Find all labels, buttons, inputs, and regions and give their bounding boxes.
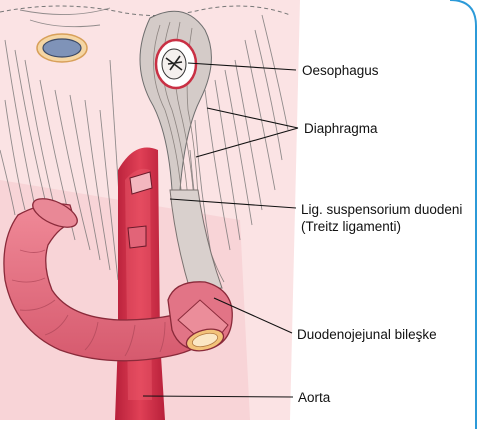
leader-diaphragma-1 <box>206 107 299 129</box>
page-frame <box>449 0 477 429</box>
leader-duodenojejunal <box>213 297 293 334</box>
oesophagus-folds <box>165 55 183 71</box>
vena-cava-opening <box>42 38 82 58</box>
label-oesophagus: Oesophagus <box>302 63 379 78</box>
leader-lines <box>142 62 299 398</box>
celiac-trunk-stub <box>129 171 153 195</box>
label-ligament-line1: Lig. suspensorium duodeni <box>301 202 463 217</box>
label-ligament-line2: (Treitz ligamenti) <box>301 219 402 234</box>
sma-stub <box>127 225 147 249</box>
leader-ligament <box>169 198 297 209</box>
aorta-highlight <box>125 168 152 400</box>
leader-diaphragma-2 <box>195 127 299 158</box>
treitz-ligament <box>169 189 223 291</box>
label-ligament: Lig. suspensorium duodeni (Treitz ligame… <box>301 201 462 235</box>
duodenum-proximal-end <box>32 198 78 228</box>
label-aorta: Aorta <box>298 390 331 405</box>
label-duodenojejunal: Duodenojejunal bileşke <box>297 327 437 342</box>
leader-oesophagus <box>187 62 297 71</box>
leader-aorta <box>142 395 294 398</box>
jejunum-opening <box>191 332 219 348</box>
diaphragm-top-edge <box>0 5 291 17</box>
duodenum-folds <box>11 249 166 357</box>
label-diaphragma: Diaphragma <box>304 121 378 136</box>
